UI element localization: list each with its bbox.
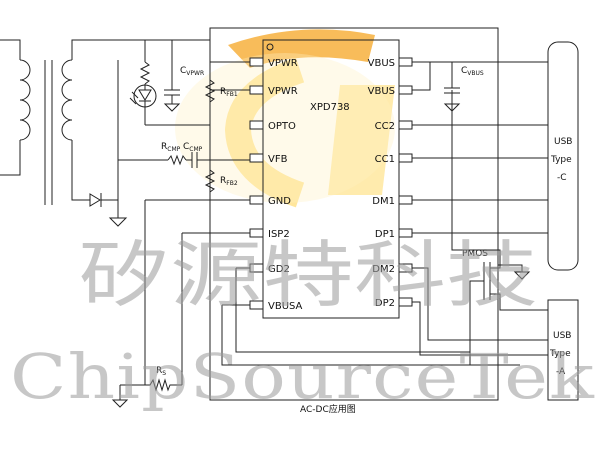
right-pin-label: VBUS <box>368 58 395 69</box>
pmos-label: PMOS <box>462 249 488 259</box>
left-pin-label: VPWR <box>268 86 298 97</box>
sense-resistor <box>145 378 182 392</box>
rectifier-diode <box>89 60 128 227</box>
left-pin-label: VBUSA <box>268 301 303 312</box>
right-pin-label: DP1 <box>375 229 395 240</box>
right-pin: CC2 <box>375 120 413 132</box>
right-pin: DM1 <box>372 195 413 207</box>
right-pin-label: VBUS <box>368 86 395 97</box>
right-pin-label: DP2 <box>375 298 395 309</box>
right-pin-label: CC1 <box>375 154 395 165</box>
pmos-transistor: PMOS <box>451 90 548 365</box>
r-fb2-label: RFB2 <box>220 176 238 187</box>
left-pin-label: VFB <box>268 154 288 165</box>
watermark: 矽源特科技 ChipSourceTek <box>10 233 595 413</box>
brand-logo <box>175 29 395 208</box>
diagram-caption: AC-DC应用图 <box>300 403 356 415</box>
c-vpwr-label: CVPWR <box>180 66 204 77</box>
component-labels: CVPWR RFB1 RFB2 RCMP CCMP CVBUS RS <box>156 66 484 377</box>
left-pin-label: ISP2 <box>268 229 290 240</box>
right-pin-label: CC2 <box>375 121 395 132</box>
compensation-network <box>118 152 250 168</box>
right-pin-label: DM1 <box>372 196 395 207</box>
vbus-capacitor <box>412 61 461 112</box>
optocoupler <box>129 40 210 126</box>
usb-type-a-connector: USB Type -A <box>547 299 579 401</box>
watermark-chinese: 矽源特科技 <box>78 233 538 317</box>
chip-frame <box>209 27 499 401</box>
right-pin: CC1 <box>375 153 413 165</box>
usb-c-label-line1: USB <box>554 137 572 147</box>
left-pin-label: VPWR <box>268 58 298 69</box>
usb-a-label-line2: Type <box>549 349 571 359</box>
usb-a-label-line1: USB <box>553 331 571 341</box>
chip-name: XPD738 <box>310 102 350 113</box>
vpwr-capacitor <box>163 40 181 112</box>
c-vbus-label: CVBUS <box>461 66 484 77</box>
left-pin-wiring <box>111 61 520 408</box>
right-pin-label: DM2 <box>372 264 395 275</box>
right-pin-wiring <box>412 61 548 356</box>
usb-c-label-line2: Type <box>550 155 572 165</box>
watermark-english: ChipSourceTek <box>10 340 595 413</box>
r-fb1-label: RFB1 <box>220 87 238 98</box>
right-pin: VBUS <box>368 85 413 97</box>
r-cmp-label: RCMP <box>161 142 181 153</box>
usb-type-c-connector: USB Type -C <box>547 41 579 271</box>
left-pin: GND <box>249 195 291 207</box>
left-pin-label: GND <box>268 196 291 207</box>
chip-body: XPD738 <box>262 39 400 319</box>
transformer <box>0 39 210 205</box>
usb-a-label-line3: -A <box>556 367 566 377</box>
left-pin: OPTO <box>249 120 296 132</box>
left-pin-label: OPTO <box>268 121 296 132</box>
left-pin: VFB <box>249 153 288 165</box>
r-s-label: RS <box>156 366 166 377</box>
left-pin-label: GD2 <box>268 264 290 275</box>
c-cmp-label: CCMP <box>183 142 203 153</box>
right-pin: VBUS <box>368 57 413 69</box>
usb-c-label-line3: -C <box>557 173 567 183</box>
